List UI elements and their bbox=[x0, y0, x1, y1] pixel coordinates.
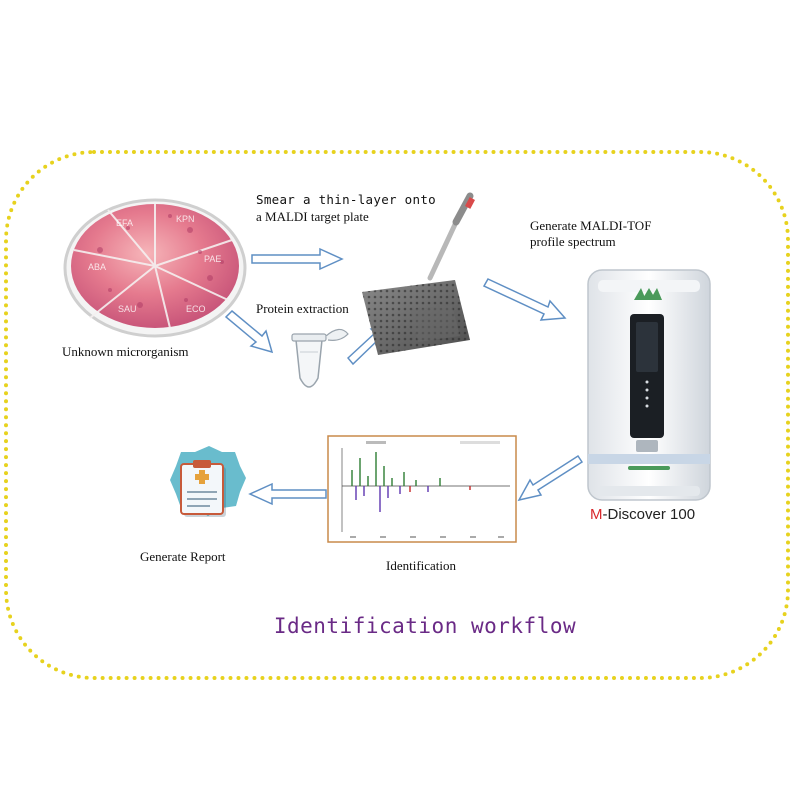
instrument-name-rest: -Discover 100 bbox=[602, 506, 696, 523]
plate-segment-label: SAU bbox=[118, 304, 137, 314]
arrow-plate-to-instrument bbox=[482, 278, 567, 321]
instrument-name-prefix: M bbox=[590, 506, 603, 523]
workflow-frame bbox=[4, 150, 790, 680]
plate-segment-label: PAE bbox=[204, 254, 221, 264]
workflow-title: Identification workflow bbox=[273, 614, 577, 638]
label-smear-line2: a MALDI target plate bbox=[256, 209, 369, 224]
arrow-dish-to-tube bbox=[224, 309, 274, 354]
label-generate-line1: Generate MALDI-TOF bbox=[530, 218, 652, 233]
plate-segment-label: EFA bbox=[116, 218, 133, 228]
arrow-instrument-to-spectrum bbox=[517, 454, 584, 502]
pipette-icon bbox=[427, 192, 475, 281]
arrow-dish-to-plate bbox=[251, 247, 344, 271]
label-identification: Identification bbox=[386, 558, 457, 573]
label-smear-line1: Smear a thin-layer onto bbox=[256, 192, 436, 207]
plate-segment-label: ABA bbox=[88, 262, 106, 272]
maldi-tof-instrument-icon bbox=[587, 269, 711, 501]
eppendorf-tube-icon bbox=[291, 328, 349, 388]
arrow-spectrum-to-report bbox=[248, 482, 327, 506]
clipboard-report-icon bbox=[170, 446, 246, 517]
petri-dish-icon: KPN PAE ECO SAU ABA EFA bbox=[63, 198, 247, 338]
instrument-name: M-Discover 100 bbox=[590, 506, 695, 523]
maldi-target-plate-icon bbox=[362, 280, 470, 355]
mass-spectrum-icon bbox=[327, 435, 517, 543]
label-generate-line2: profile spectrum bbox=[530, 234, 616, 249]
plate-segment-label: ECO bbox=[186, 304, 206, 314]
label-unknown-microorganism: Unknown microrganism bbox=[62, 344, 189, 359]
label-protein-extraction: Protein extraction bbox=[256, 301, 349, 316]
label-generate-report: Generate Report bbox=[140, 549, 226, 564]
plate-segment-label: KPN bbox=[176, 214, 195, 224]
